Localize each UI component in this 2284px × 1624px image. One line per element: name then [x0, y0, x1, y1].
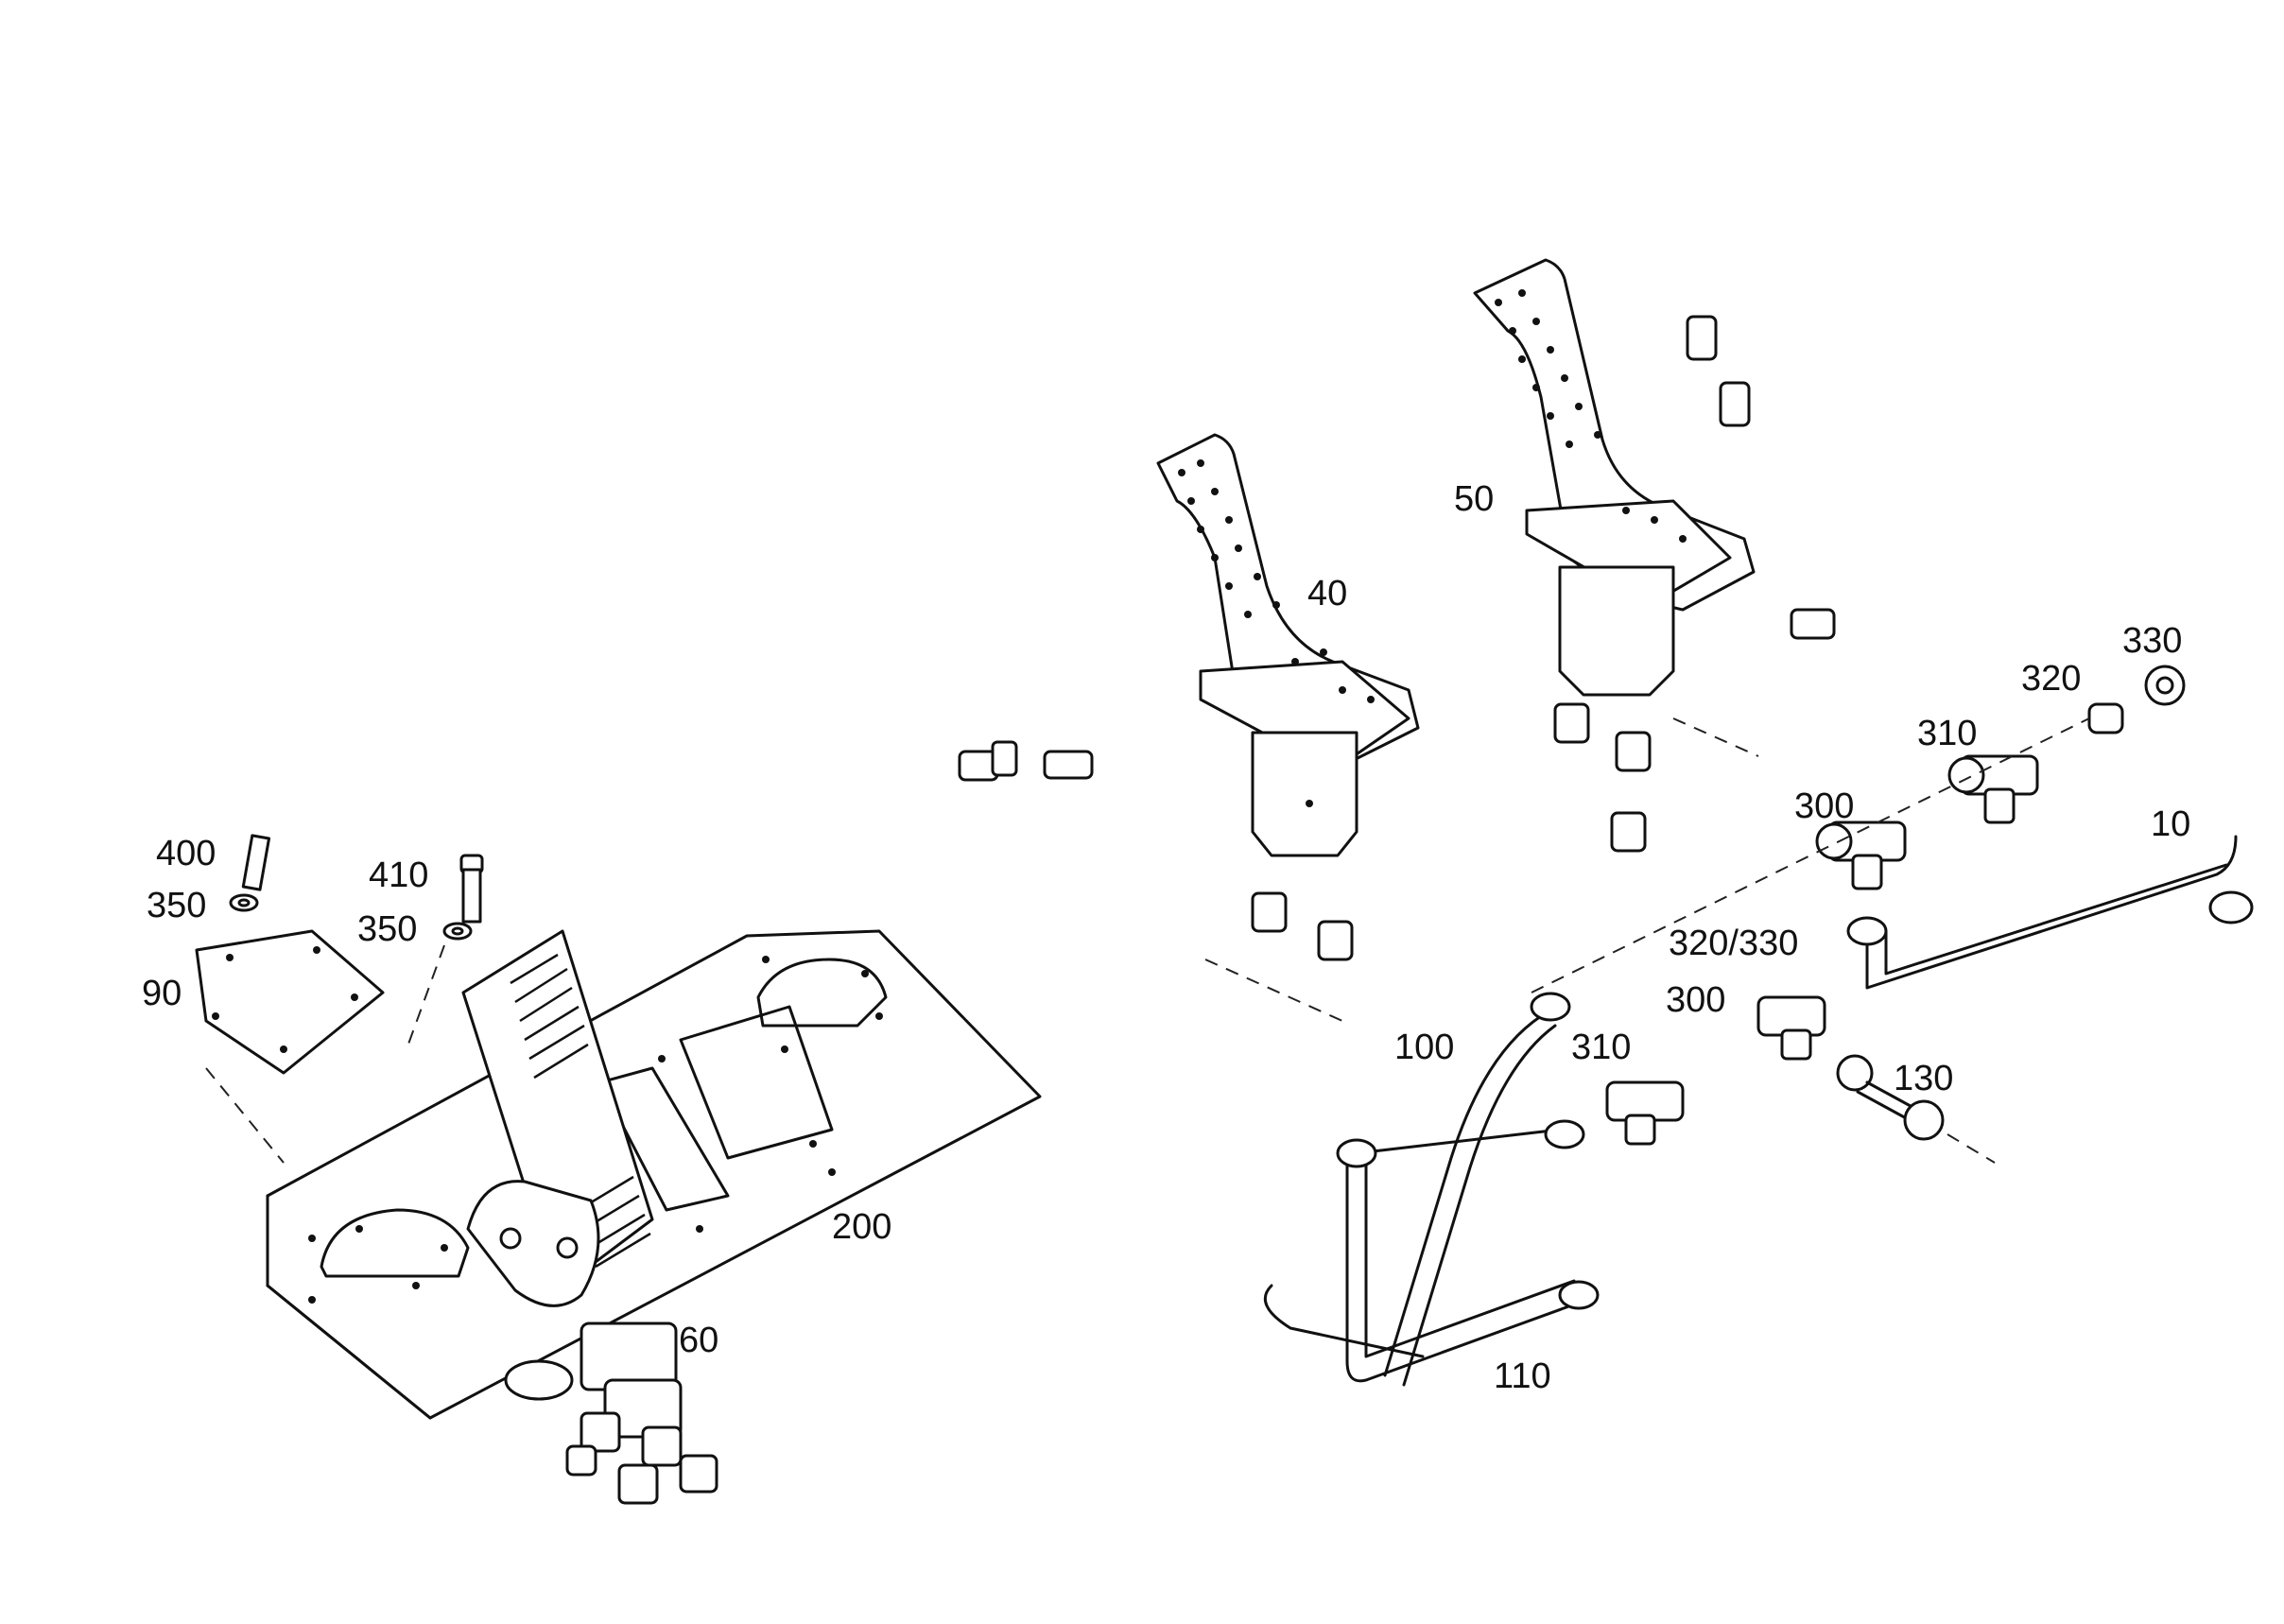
callout-310-lower: 310	[1571, 1028, 1631, 1067]
pedal-40	[1156, 433, 1420, 857]
callout-330: 330	[2122, 621, 2182, 661]
callout-40: 40	[1307, 574, 1347, 613]
callout-10: 10	[2151, 804, 2190, 844]
floor-plate	[266, 929, 1042, 1420]
callout-130: 130	[1894, 1059, 1953, 1098]
callout-50: 50	[1454, 479, 1494, 519]
screw-400	[229, 834, 271, 912]
brake-valve-60	[504, 1322, 718, 1505]
callout-300-lower: 300	[1666, 980, 1725, 1020]
callout-320-330: 320/330	[1669, 924, 1798, 963]
screw-410	[406, 854, 484, 1050]
mounting-bracket-90	[195, 929, 385, 1164]
pipe-10	[1846, 835, 2254, 990]
pipe-100	[1355, 992, 1585, 1387]
fittings-upper	[958, 315, 1836, 1022]
pipe-110	[1263, 1138, 1600, 1383]
bolt-130	[1836, 1054, 1996, 1164]
callout-320: 320	[2021, 659, 2081, 699]
callout-350-right: 350	[357, 909, 417, 949]
callout-300-upper: 300	[1794, 786, 1854, 826]
callout-100: 100	[1394, 1028, 1454, 1067]
callout-310-upper: 310	[1917, 714, 1977, 753]
tee-fittings	[1531, 665, 2186, 1146]
callout-60: 60	[679, 1321, 718, 1360]
callout-110: 110	[1494, 1356, 1551, 1396]
callout-400: 400	[156, 834, 216, 873]
callout-200: 200	[832, 1207, 891, 1247]
accelerator-pedal	[461, 929, 654, 1307]
pedal-50	[1473, 258, 1756, 697]
callout-90: 90	[142, 974, 182, 1013]
callout-410: 410	[369, 855, 428, 895]
callout-350-left: 350	[147, 886, 206, 925]
